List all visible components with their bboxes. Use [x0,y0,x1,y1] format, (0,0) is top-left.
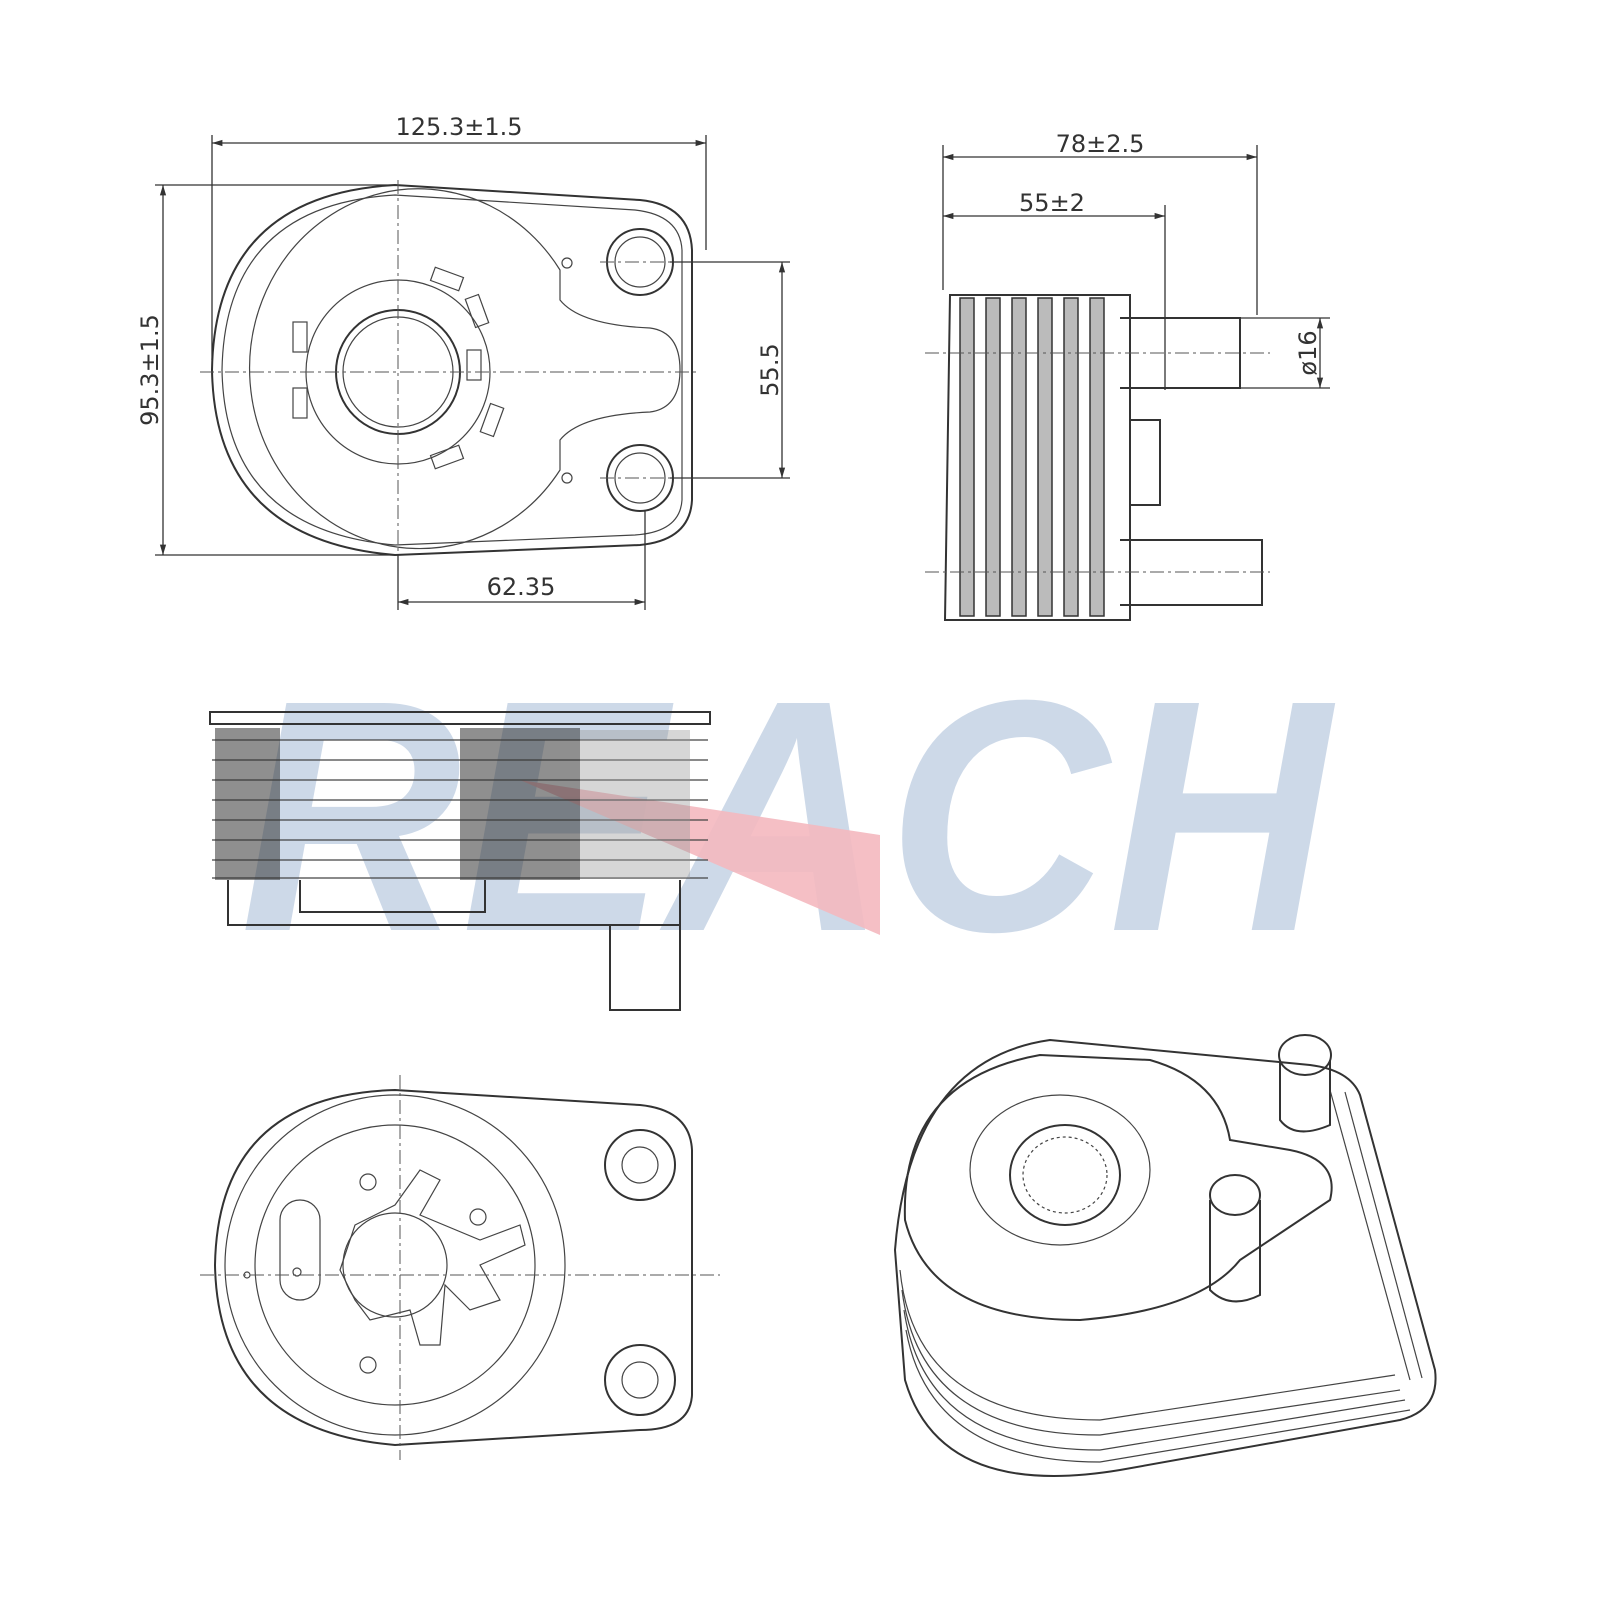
watermark-text: REACH [240,631,1339,1000]
dim-overall-width: 125.3±1.5 [396,113,523,141]
top-view: 125.3±1.5 95.3±1.5 55.5 62.35 [136,113,790,610]
dim-total-depth: 78±2.5 [1056,130,1145,158]
side-view: 78±2.5 55±2 ø16 [925,130,1330,621]
isometric-view [893,1034,1437,1477]
bottom-view [200,1075,720,1460]
watermark-accent [520,780,880,935]
dim-port-spacing: 55.5 [756,343,784,396]
dim-port-diameter: ø16 [1294,330,1322,375]
section-view [209,711,711,1011]
dim-overall-height: 95.3±1.5 [136,314,164,426]
dim-center-to-port: 62.35 [487,573,556,601]
watermark: REACH [240,631,1339,1000]
dim-body-depth: 55±2 [1019,189,1085,217]
